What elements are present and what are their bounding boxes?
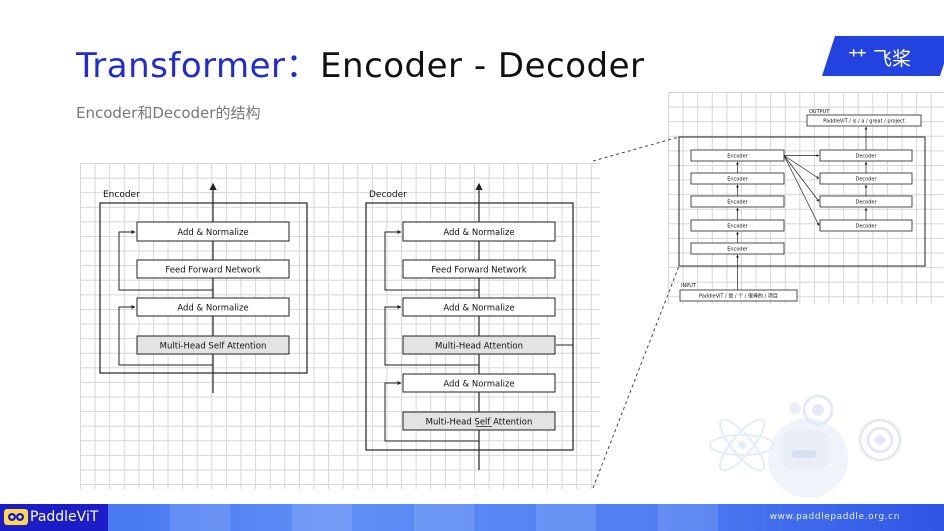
decoder-residual-arrow [384,230,479,291]
title-rest: Encoder - Decoder [320,46,645,86]
zoom-line-bottom [592,265,680,489]
stack-frame [678,136,926,267]
atom-orbit [719,418,765,472]
encoder-block [136,221,290,242]
page-subtitle: Encoder和Decoder的结构 [76,104,261,122]
footer-segments [170,504,718,531]
paddle-logo: ⺿ 飞桨 [822,36,944,76]
stack-decoder-label: Decoder [855,200,877,206]
input-box [679,289,798,302]
decoder-diagram: Decoder Add & Normalize Feed Forward Net… [365,182,574,470]
encoder-block [136,297,290,317]
logo-text: ⺿ 飞桨 [848,44,911,71]
encoder-stack: Encoder Encoder Encoder Encoder Encoder [690,149,785,255]
stack-diagram: OUTPUT PaddleViT / is / a / great / proj… [678,109,926,302]
input-text: PaddleViT / 是 / 个 / 很棒的 / 项目 [699,293,778,300]
output-text: PaddleViT / is / a / great / project [823,119,905,125]
decoder-block [402,297,556,317]
zoom-line-top [592,136,680,162]
output-box [806,114,922,127]
footer-brand: PaddleViT [0,504,108,531]
encoder-frame [99,202,308,374]
title-accent: Transformer： [76,46,321,86]
decoder-block-label: Add & Normalize [443,380,514,390]
footer-brand-label: PaddleViT [30,509,99,525]
decoder-label: Decoder [369,190,407,200]
target-center [875,435,885,445]
decoder-block-label: Multi-Head Self Attention [426,418,533,428]
output-label: OUTPUT [809,109,830,115]
decoder-block-label: Add & Normalize [443,304,514,314]
robot-bubble [789,402,801,414]
encoder-residual-arrow [118,305,213,366]
atom-core [738,441,746,449]
paddlevit-logo-icon [4,509,28,525]
robot-visor [792,450,816,458]
decoder-frame [365,202,574,451]
stack-encoder-label: Encoder [727,154,748,160]
cross-arrow [783,155,820,226]
logo-glyph-icon: ⺿ [848,48,874,70]
encoder-block-label: Feed Forward Network [165,266,260,276]
input-label: INPUT [681,283,697,289]
stack-encoder-label: Encoder [727,224,748,230]
decoder-block-label: Add & Normalize [443,228,514,238]
decoder-block [402,221,556,242]
decoder-block [402,259,556,279]
stack-decoder-label: Decoder [855,154,877,160]
encoder-residual-arrow [118,230,213,291]
decoder-block [402,373,556,393]
footer-url: www.paddlepaddle.org.cn [769,512,900,522]
page-title: Transformer：Encoder - Decoder [76,38,645,87]
encoder-block-label: Multi-Head Self Attention [160,342,267,352]
stack-encoder-label: Encoder [727,247,748,253]
target-ring [858,418,902,462]
target-ring [866,426,894,454]
robot-antenna-dot [812,404,824,416]
atom-orbit [719,418,765,472]
robot-illustration [709,394,902,498]
logo-label: 飞桨 [873,48,912,70]
encoder-decoder-grid [80,163,600,489]
atom-orbit [709,434,775,456]
cross-arrow [783,155,820,179]
decoder-block-label: Feed Forward Network [431,266,526,276]
decoder-block [402,411,556,431]
decoder-residual-arrow [384,381,479,442]
decoder-stack: Decoder Decoder Decoder Decoder [819,126,913,232]
stack-encoder-label: Encoder [727,200,748,206]
cross-arrow [783,155,820,202]
decoder-block [402,335,556,355]
stack-decoder-label: Decoder [855,224,877,230]
decoder-residual-arrow [384,305,479,366]
stack-encoder-label: Encoder [727,177,748,183]
decoder-block-label: Multi-Head Attention [435,342,523,352]
robot-antenna-ring [802,394,834,426]
encoder-label: Encoder [103,190,140,200]
encoder-block [136,259,290,279]
encoder-block [136,335,290,355]
encoder-diagram: Encoder Add & Normalize Feed Forward Net… [99,182,308,393]
encoder-block-label: Add & Normalize [177,304,248,314]
stack-decoder-label: Decoder [855,177,877,183]
encoder-block-label: Add & Normalize [177,228,248,238]
footer-bar [0,504,944,531]
